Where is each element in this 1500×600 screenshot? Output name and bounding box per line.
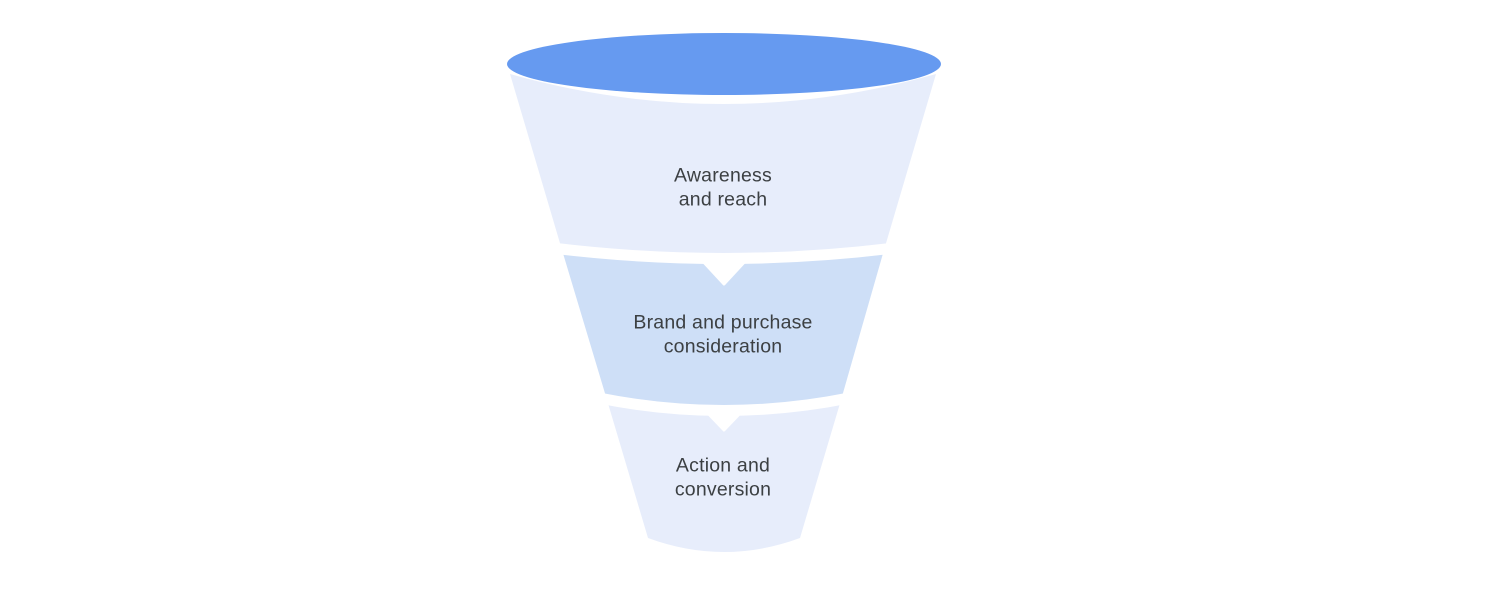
funnel-stage-consideration-shape [562,250,884,412]
funnel-top-opening [507,33,941,95]
funnel-stage-action-shape [607,400,841,552]
funnel-notch-2 [702,407,746,430]
funnel-notch-2-outline [700,405,748,432]
funnel-notch-1-outline [697,255,751,286]
funnel-stage-awareness-shape [510,74,936,260]
funnel-notch-1 [699,257,749,284]
